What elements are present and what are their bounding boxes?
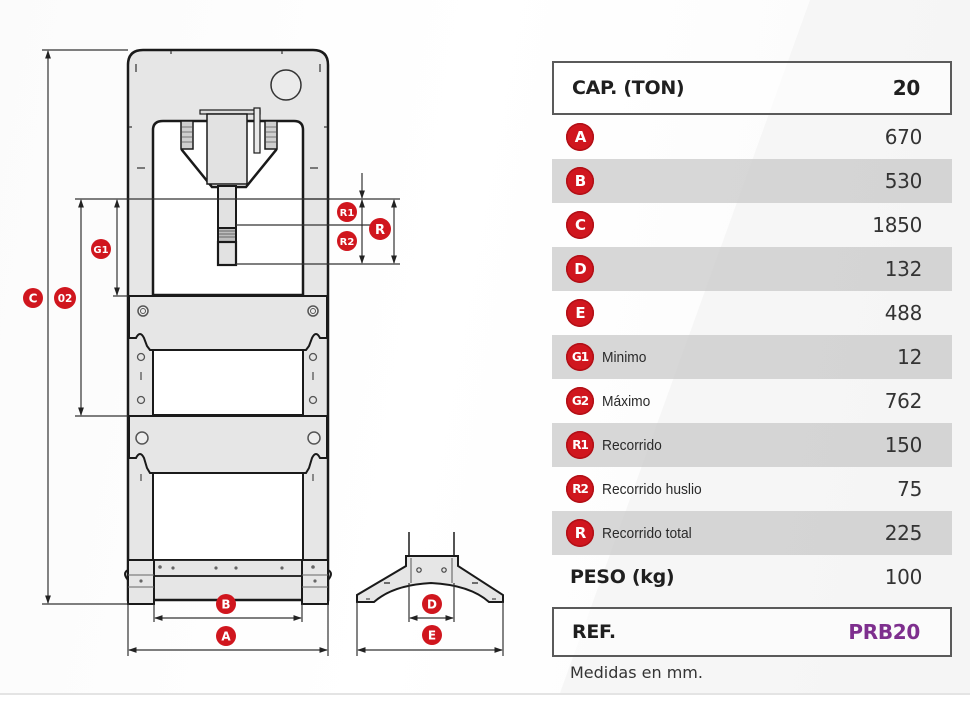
- badge-R: R: [369, 218, 391, 240]
- dimension-description: Recorrido huslio: [602, 480, 702, 498]
- dimension-row-b: B 530: [552, 159, 952, 203]
- badge-G1: G1: [91, 239, 111, 259]
- press-bed-lower: [128, 415, 328, 474]
- press-foot-side-view: [356, 532, 504, 603]
- dimension-value: 132: [884, 257, 923, 281]
- frame-opening-lower-1: [152, 349, 304, 416]
- badge-G2: 02: [54, 287, 76, 309]
- capacity-value: 20: [892, 76, 921, 100]
- badge-D: D: [422, 594, 442, 614]
- svg-text:G1: G1: [93, 245, 108, 256]
- badge-E: E: [422, 625, 442, 645]
- frame-opening-lower-2: [152, 472, 304, 561]
- dimension-row-g2: G2 Máximo 762: [552, 379, 952, 423]
- badge-B: B: [216, 594, 236, 614]
- frame-post-holes: [136, 352, 318, 405]
- dimension-value: 12: [897, 345, 922, 369]
- badge-b-icon: B: [566, 167, 594, 195]
- svg-text:C: C: [29, 292, 38, 306]
- badge-C: C: [23, 288, 43, 308]
- badge-R2: R2: [337, 231, 357, 251]
- badge-e-icon: E: [566, 299, 594, 327]
- units-note: Medidas en mm.: [570, 663, 703, 682]
- dimension-row-r2: R2 Recorrido huslio 75: [552, 467, 952, 511]
- badge-r2-icon: R2: [566, 475, 594, 503]
- dimension-value: 530: [884, 169, 923, 193]
- reference-row: REF. PRB20: [552, 607, 952, 657]
- badge-g2-icon: G2: [566, 387, 594, 415]
- dimension-description: Recorrido: [602, 436, 662, 454]
- press-bed-upper: [128, 295, 328, 351]
- badge-r1-icon: R1: [566, 431, 594, 459]
- dimension-value: 1850: [872, 213, 922, 237]
- weight-value: 100: [884, 565, 923, 589]
- dimension-lines-front: [42, 49, 400, 656]
- svg-text:A: A: [221, 630, 231, 644]
- svg-text:D: D: [427, 598, 437, 612]
- badge-a-icon: A: [566, 123, 594, 151]
- svg-text:R1: R1: [340, 208, 355, 219]
- dimension-row-r: R Recorrido total 225: [552, 511, 952, 555]
- post-slots: [140, 474, 314, 481]
- bottom-rule: [0, 693, 970, 695]
- svg-text:02: 02: [58, 293, 73, 305]
- badge-c-icon: C: [566, 211, 594, 239]
- dimension-row-r1: R1 Recorrido 150: [552, 423, 952, 467]
- crown-marks: [129, 51, 327, 169]
- diagram-svg: C 02 G1 R1 R2 R B A: [23, 48, 504, 656]
- badge-r-icon: R: [566, 519, 594, 547]
- dimension-row-d: D 132: [552, 247, 952, 291]
- gauge-hole: [270, 69, 302, 101]
- dimension-row-e: E 488: [552, 291, 952, 335]
- dimension-lines-side: [356, 583, 504, 656]
- badge-A: A: [216, 626, 236, 646]
- badge-g1-icon: G1: [566, 343, 594, 371]
- dimension-description: Minimo: [602, 348, 647, 366]
- weight-row: PESO (kg) 100: [552, 555, 952, 599]
- dimension-value: 75: [897, 477, 922, 501]
- press-base: [124, 559, 332, 605]
- svg-text:R2: R2: [340, 237, 355, 248]
- capacity-label: CAP. (TON): [572, 77, 685, 99]
- svg-text:R: R: [375, 223, 385, 238]
- dimension-description: Máximo: [602, 392, 651, 410]
- dimension-row-a: A 670: [552, 115, 952, 159]
- badge-d-icon: D: [566, 255, 594, 283]
- badge-R1: R1: [337, 202, 357, 222]
- dimension-description: Recorrido total: [602, 524, 692, 542]
- press-dimension-diagram: C 02 G1 R1 R2 R B A: [23, 48, 504, 656]
- weight-label: PESO (kg): [570, 566, 675, 588]
- dimension-row-c: C 1850: [552, 203, 952, 247]
- dimension-value: 225: [884, 521, 923, 545]
- capacity-row: CAP. (TON) 20: [552, 61, 952, 115]
- svg-text:B: B: [221, 598, 230, 612]
- reference-value: PRB20: [848, 620, 920, 644]
- dimension-value: 762: [884, 389, 923, 413]
- dimension-value: 670: [884, 125, 923, 149]
- dimension-value: 150: [884, 433, 923, 457]
- dimension-row-g1: G1 Minimo 12: [552, 335, 952, 379]
- svg-text:E: E: [428, 629, 436, 643]
- dimension-value: 488: [884, 301, 923, 325]
- reference-label: REF.: [572, 621, 616, 643]
- hydraulic-cylinder: [180, 107, 278, 267]
